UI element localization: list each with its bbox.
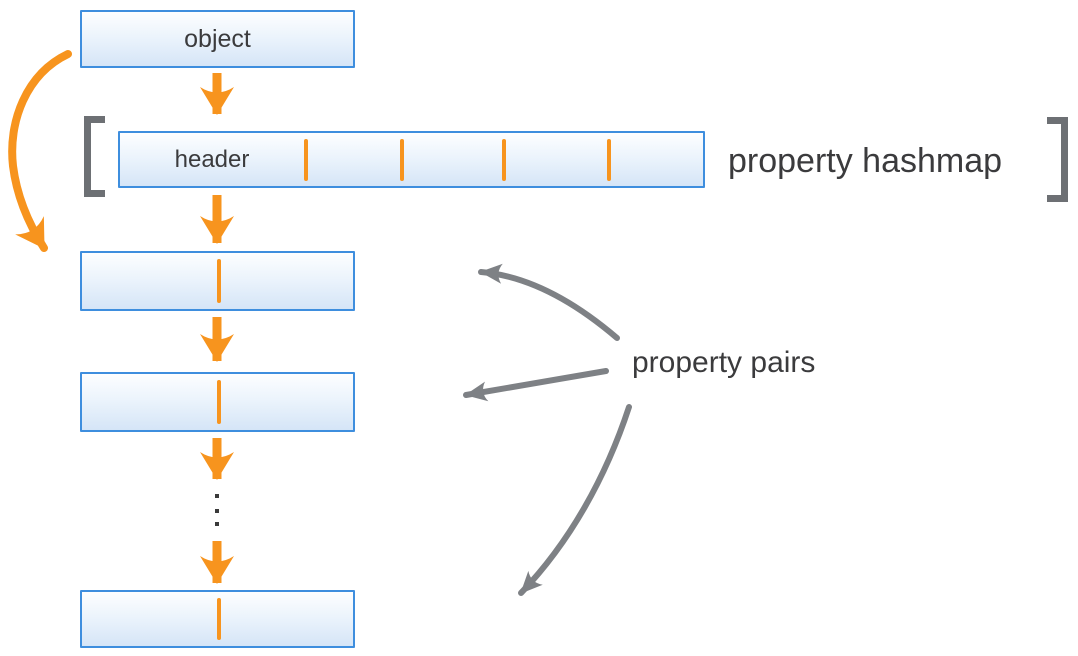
hashmap-box: header (118, 131, 705, 188)
bracket-right-icon (1047, 117, 1068, 202)
cell-divider (400, 139, 404, 181)
cell-divider (502, 139, 506, 181)
pairs-label: property pairs (632, 346, 816, 379)
hashmap-label: property hashmap (728, 142, 1003, 180)
pair-divider (217, 598, 221, 640)
object-box-label: object (184, 24, 251, 53)
cell-divider (304, 139, 308, 181)
vertical-ellipsis-icon (215, 494, 219, 526)
curved-arrow-icon (8, 50, 72, 252)
property-pair-box (80, 251, 355, 311)
property-pair-box (80, 372, 355, 432)
pointer-arrow-icon (518, 404, 632, 596)
bracket-left-icon (84, 116, 105, 197)
pointer-arrow-icon (463, 368, 609, 402)
pointer-arrow-icon (478, 263, 620, 341)
hashmap-header-label: header (174, 145, 250, 173)
property-pair-box (80, 590, 355, 648)
pair-divider (217, 380, 221, 424)
pair-divider (217, 259, 221, 303)
object-box: object (80, 10, 355, 68)
cell-divider (607, 139, 611, 181)
